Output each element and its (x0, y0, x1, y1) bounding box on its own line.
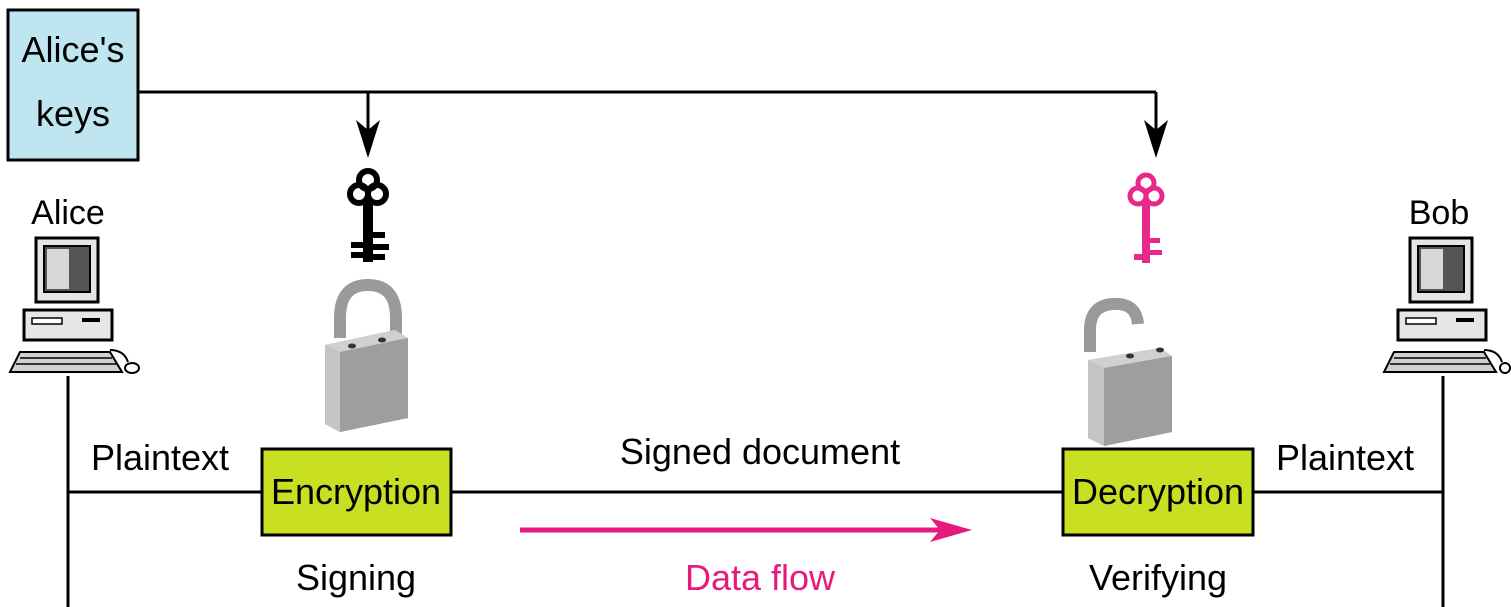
keys-box-line2: keys (36, 93, 110, 134)
decryption-label: Decryption (1072, 471, 1244, 512)
left-plaintext-label: Plaintext (91, 437, 229, 478)
keys-box-line1: Alice's (22, 29, 125, 70)
alices-keys-box: Alice's keys (6, 8, 140, 162)
encryption-label: Encryption (271, 471, 441, 512)
right-plaintext-label: Plaintext (1276, 437, 1414, 478)
open-lock-icon (1084, 297, 1172, 446)
alice-computer-icon (8, 236, 140, 374)
verifying-caption: Verifying (1089, 557, 1227, 598)
closed-lock-icon (325, 278, 408, 432)
signed-document-label: Signed document (620, 431, 900, 472)
key-distribution-lines (138, 90, 1168, 158)
private-key-icon (347, 168, 389, 262)
arrow-to-public-key (1144, 120, 1168, 158)
data-flow-label: Data flow (685, 557, 836, 598)
public-key-icon (1127, 172, 1165, 263)
decryption-box: Decryption (1061, 447, 1255, 537)
bob-computer-icon (1382, 236, 1511, 374)
encryption-box: Encryption (260, 447, 453, 537)
bob-label: Bob (1409, 194, 1470, 232)
arrow-to-private-key (356, 120, 380, 158)
signing-caption: Signing (296, 557, 416, 598)
data-flow-arrow (520, 518, 972, 542)
alice-label: Alice (31, 194, 105, 232)
